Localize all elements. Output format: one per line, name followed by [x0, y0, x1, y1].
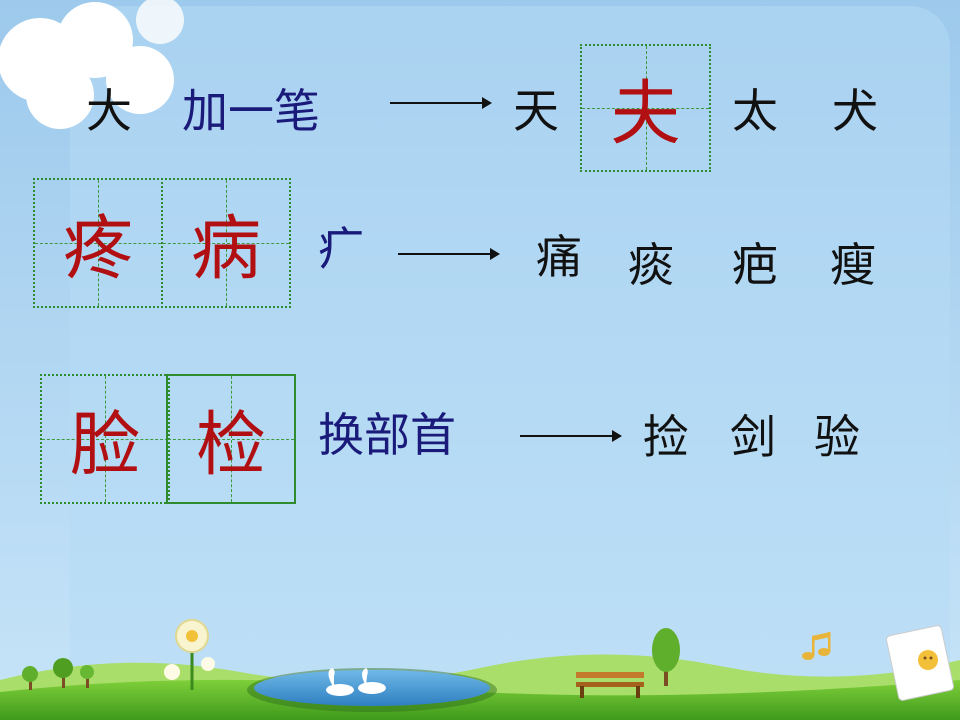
result-char-3: 犬 [832, 84, 878, 138]
result-char-2: 太 [732, 84, 778, 138]
highlight-character: 夫 [610, 72, 681, 155]
result-char-1: 痛 [536, 230, 582, 284]
result-char-1: 天 [513, 84, 559, 138]
example-character: 脸 [70, 403, 140, 486]
result-char-4: 瘦 [830, 238, 876, 292]
note-card-icon [885, 625, 955, 701]
example-character: 疼 [63, 207, 133, 290]
base-character: 大 [86, 84, 132, 138]
writing-grid-2: 病 [161, 178, 291, 308]
arrow-row3 [520, 430, 622, 442]
writing-grid-1: 脸 [40, 374, 170, 504]
rule-add-stroke: 加一笔 [182, 84, 320, 138]
radical-label: 疒 [318, 222, 364, 276]
flower-icon [164, 619, 215, 690]
result-char-3: 验 [814, 410, 860, 464]
tree-icon [22, 628, 680, 690]
example-character: 病 [191, 207, 261, 290]
arrow-row2 [398, 248, 500, 260]
cloud-icon [0, 0, 184, 129]
writing-grid-2: 检 [166, 374, 296, 504]
arrow-row1 [390, 97, 492, 109]
swan-icon [326, 668, 386, 696]
result-char-2: 剑 [730, 410, 776, 464]
result-char-1: 捡 [643, 410, 689, 464]
rule-change-radical: 换部首 [318, 408, 456, 462]
example-character: 检 [196, 403, 266, 486]
music-note-icon [802, 632, 831, 660]
writing-grid-highlight: 夫 [580, 44, 711, 172]
bench-icon [576, 672, 644, 698]
result-char-2: 痰 [628, 238, 674, 292]
writing-grid-1: 疼 [33, 178, 163, 308]
result-char-3: 疤 [732, 238, 778, 292]
